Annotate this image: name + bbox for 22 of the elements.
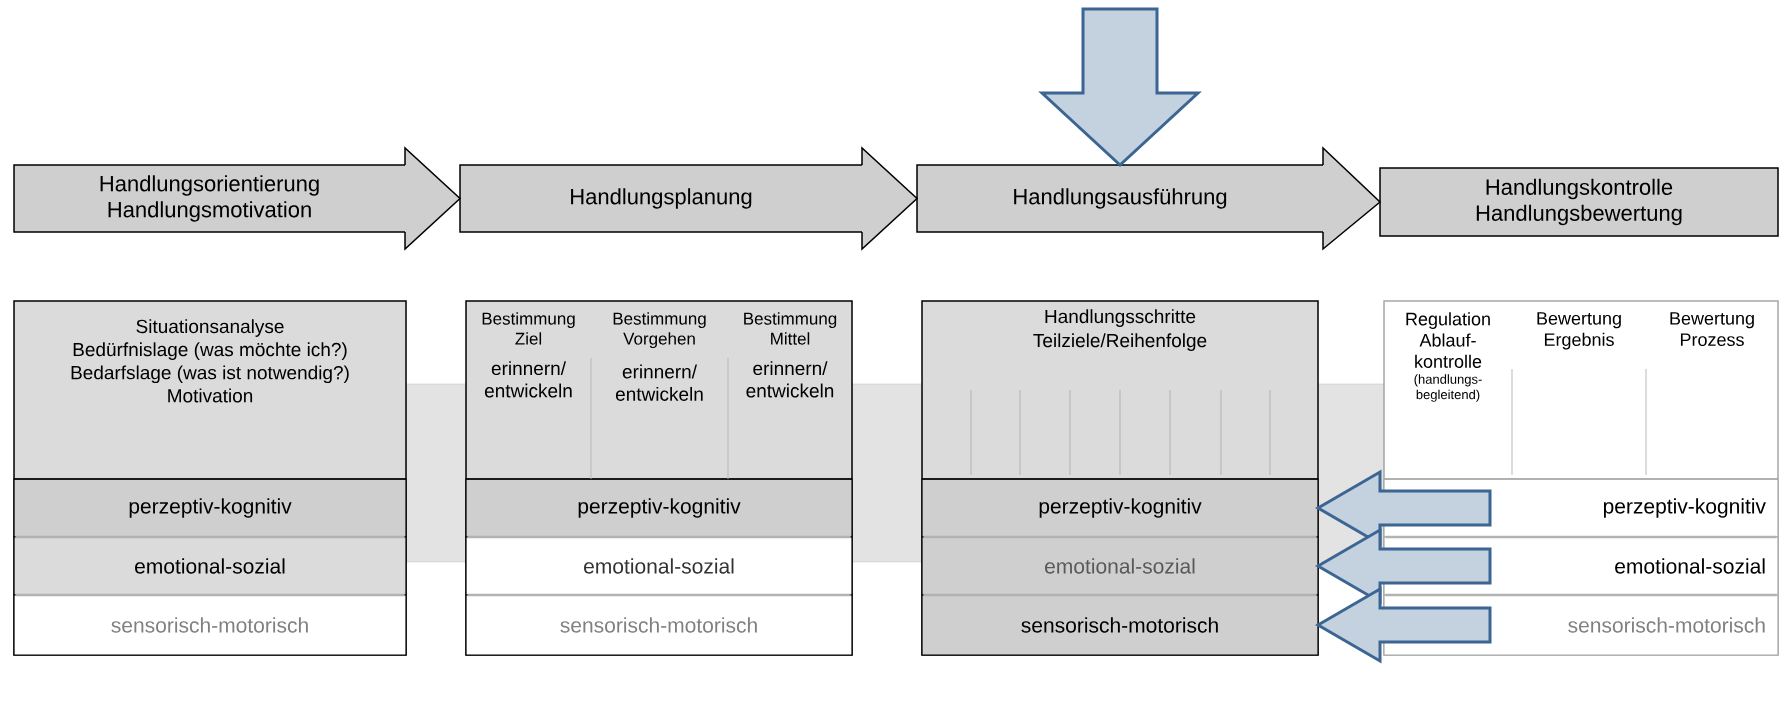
level-row: perzeptiv-kognitiv	[465, 478, 853, 538]
level-row: sensorisch-motorisch	[13, 594, 407, 656]
level-row: perzeptiv-kognitiv	[921, 478, 1319, 538]
arrow	[404, 146, 462, 251]
level-row: emotional-sozial	[465, 536, 853, 596]
level-row: emotional-sozial	[921, 536, 1319, 596]
node-label: Handlungsausführung	[1014, 188, 1227, 209]
column-cell: Regulation Ablauf- kontrolle (handlungs- begleitend)	[1406, 312, 1490, 402]
level-row: sensorisch-motorisch	[921, 594, 1319, 656]
column-cell: Bewertung Prozess	[1670, 312, 1754, 346]
column-cell: Bestimmung Mittel erinnern/ entwickeln	[744, 312, 837, 398]
arrow	[1322, 146, 1382, 251]
column-cell: Bestimmung Vorgehen erinnern/ entwickeln	[613, 312, 706, 401]
level-row: emotional-sozial	[13, 536, 407, 596]
column-cell: Bewertung Ergebnis	[1537, 312, 1621, 350]
node-label: Handlungsorientierung	[100, 175, 319, 196]
arrow	[861, 146, 919, 251]
level-row: sensorisch-motorisch	[465, 594, 853, 656]
column-cell: Bestimmung Ziel erinnern/ entwickeln	[482, 312, 575, 398]
level-row: perzeptiv-kognitiv	[13, 478, 407, 538]
node-label: Handlungsmotivation	[108, 201, 311, 222]
node-label: Handlungsplanung	[571, 188, 752, 209]
